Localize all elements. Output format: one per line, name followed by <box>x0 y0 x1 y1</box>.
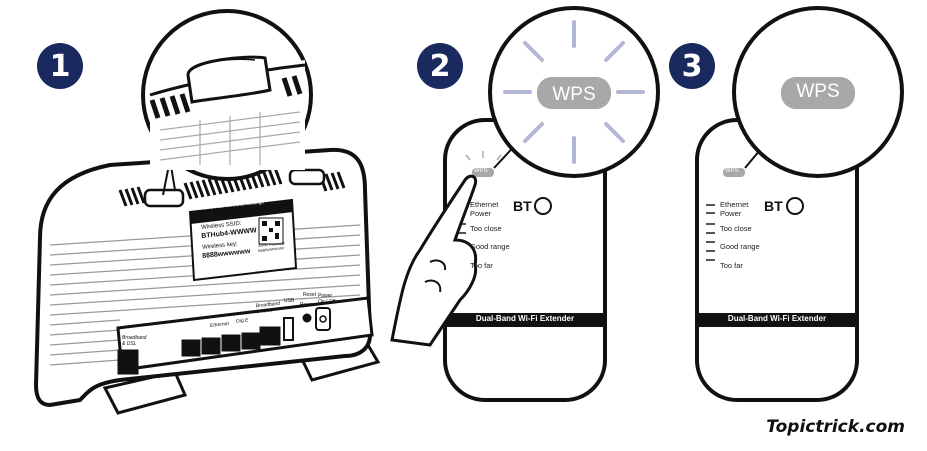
extender3-wps-label: WPS <box>725 168 739 174</box>
step-badge-3: 3 <box>669 43 715 89</box>
router-power-label: Power <box>300 302 315 308</box>
extender2-brand: BT <box>513 198 532 214</box>
step-badge-2: 2 <box>417 43 463 89</box>
router-magnifier <box>141 9 313 181</box>
extender3-light-ethernet: Ethernet <box>720 200 749 209</box>
extender3-light-too-far: Too far <box>720 261 743 270</box>
extender-3 <box>695 6 904 402</box>
router-usb-label: USB <box>284 298 295 304</box>
router-reset-label: Reset <box>303 292 317 298</box>
extender2-light-ethernet: Ethernet <box>470 200 499 209</box>
wps-label-magnified-2: WPS <box>552 84 595 105</box>
router-power-onoff-label: Power On / Off <box>318 293 336 305</box>
extender3-light-good-range: Good range <box>720 242 760 251</box>
extender2-light-too-close: Too close <box>470 224 502 233</box>
watermark: Topictrick.com <box>766 417 905 437</box>
wps-flash-magnifier: WPS <box>488 6 660 178</box>
extender2-light-too-far: Too far <box>470 261 493 270</box>
extender3-light-too-close: Too close <box>720 224 752 233</box>
extender3-wps-magnified: WPS <box>796 81 840 102</box>
extender3-brand: BT <box>764 198 783 214</box>
router-illustration <box>33 147 381 415</box>
extender2-light-good-range: Good range <box>470 242 510 251</box>
router-gige-label: Gig E <box>235 317 249 325</box>
router-broadband-wan-label: Broadband & WAN <box>255 300 281 316</box>
wireless-settings-card <box>188 198 298 282</box>
step-badge-1: 1 <box>37 43 83 89</box>
extender2-wps-label: WPS <box>474 168 488 174</box>
router-broadband-label: Broadband & DSL <box>122 335 147 347</box>
pressing-hand <box>390 174 478 347</box>
extender2-light-power: Power <box>470 209 492 218</box>
extender3-strip-label: Dual-Band Wi-Fi Extender <box>727 314 827 323</box>
extender3-light-power: Power <box>720 209 742 218</box>
extender2-strip-label: Dual-Band Wi-Fi Extender <box>475 314 575 323</box>
